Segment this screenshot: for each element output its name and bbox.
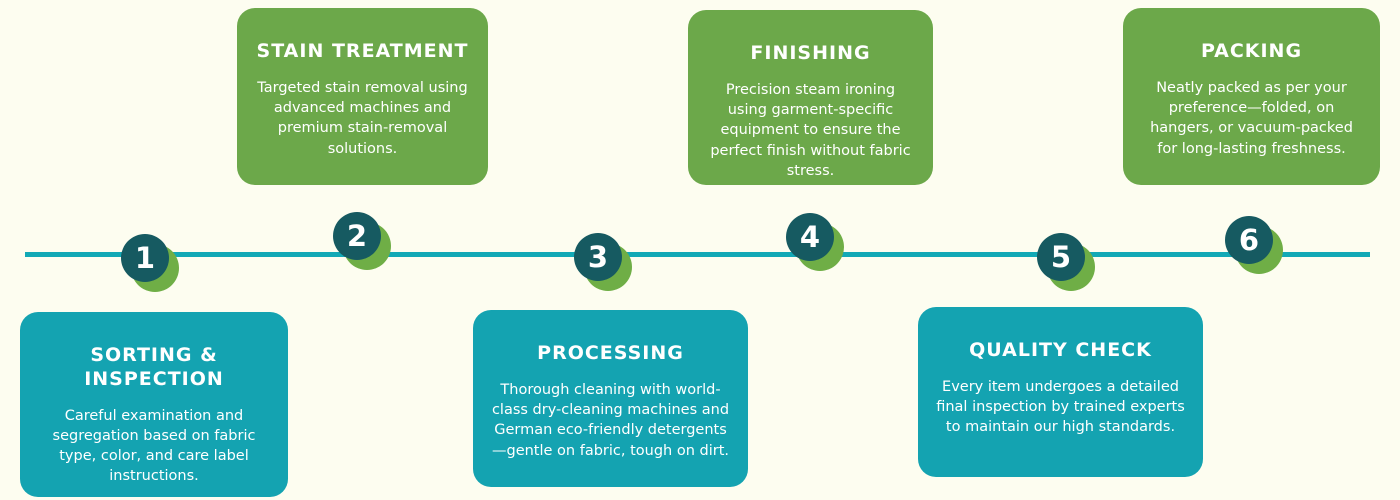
step-description: Careful examination and segregation base… — [52, 407, 256, 485]
step-title: QUALITY CHECK — [969, 339, 1152, 361]
step-description: Precision steam ironing using garment-sp… — [710, 81, 911, 179]
step-card-packing: PACKING Neatly packed as per your prefer… — [1123, 8, 1380, 185]
step-number-badge: 4 — [786, 213, 834, 261]
step-card-quality-check: QUALITY CHECK Every item undergoes a det… — [918, 307, 1203, 477]
step-title: FINISHING — [750, 42, 871, 64]
step-card-sorting-inspection: SORTING & INSPECTION Careful examination… — [20, 312, 288, 497]
step-number-badge: 5 — [1037, 233, 1085, 281]
timeline-marker-2: 2 — [333, 212, 391, 270]
step-title: PACKING — [1200, 40, 1303, 62]
step-description: Targeted stain removal using advanced ma… — [257, 79, 468, 157]
step-number-badge: 1 — [121, 234, 169, 282]
step-card-processing: PROCESSING Thorough cleaning with world-… — [473, 310, 748, 487]
step-title: PROCESSING — [537, 342, 684, 364]
step-card-finishing: FINISHING Precision steam ironing using … — [688, 10, 933, 185]
timeline-marker-5: 5 — [1037, 233, 1095, 291]
step-description: Neatly packed as per your preference—fol… — [1150, 79, 1353, 157]
step-title: STAIN TREATMENT — [256, 40, 469, 62]
step-description: Thorough cleaning with world-class dry-c… — [491, 381, 730, 459]
timeline-marker-3: 3 — [574, 233, 632, 291]
timeline-marker-4: 4 — [786, 213, 844, 271]
step-card-stain-treatment: STAIN TREATMENT Targeted stain removal u… — [237, 8, 488, 185]
step-title: SORTING & INSPECTION — [84, 344, 224, 390]
timeline-line — [25, 252, 1370, 257]
step-description: Every item undergoes a detailed final in… — [936, 378, 1185, 436]
step-number-badge: 2 — [333, 212, 381, 260]
timeline-marker-1: 1 — [121, 234, 179, 292]
timeline-marker-6: 6 — [1225, 216, 1283, 274]
step-number-badge: 3 — [574, 233, 622, 281]
step-number-badge: 6 — [1225, 216, 1273, 264]
